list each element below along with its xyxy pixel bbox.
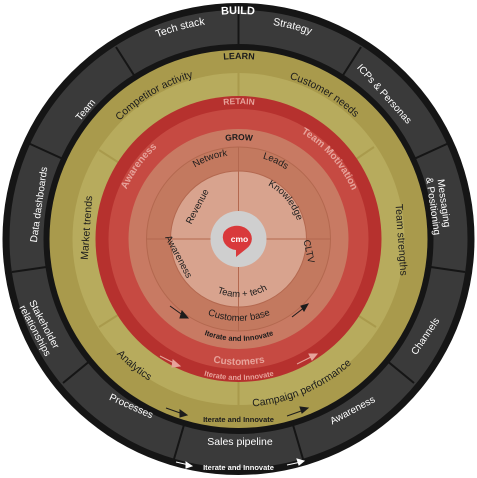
build-segment-sales-pipeline: Sales pipeline xyxy=(207,436,273,448)
learn-iterate-label: Iterate and Innovate xyxy=(203,415,274,424)
logo-bubble-shape xyxy=(222,225,252,257)
build-iterate-label: Iterate and Innovate xyxy=(203,463,274,472)
grow-dividers xyxy=(146,147,331,331)
grow-segment-cltv: CLTV xyxy=(301,239,317,265)
learn-segment-team-strengths: Team strengths xyxy=(393,204,410,276)
cmo-logo: cmo xyxy=(222,225,252,257)
grow-iterate-arrows xyxy=(169,303,310,319)
learn-title: LEARN xyxy=(223,51,255,62)
retain-segment-customers: Customers xyxy=(212,354,265,368)
build-iterate-arrows xyxy=(175,458,306,469)
learn-iterate-arrows xyxy=(165,406,310,418)
grow-title: GROW xyxy=(225,132,255,143)
logo-text: cmo xyxy=(231,234,248,244)
grow-segment-customer-base: Customer base xyxy=(207,307,272,324)
retain-iterate-label: Iterate and Innovate xyxy=(203,369,274,382)
build-title: BUILD xyxy=(221,5,256,18)
learn-segment-market-trends: Market trends xyxy=(79,195,95,260)
retain-title: RETAIN xyxy=(223,96,255,107)
retain-iterate-arrows xyxy=(159,353,319,368)
